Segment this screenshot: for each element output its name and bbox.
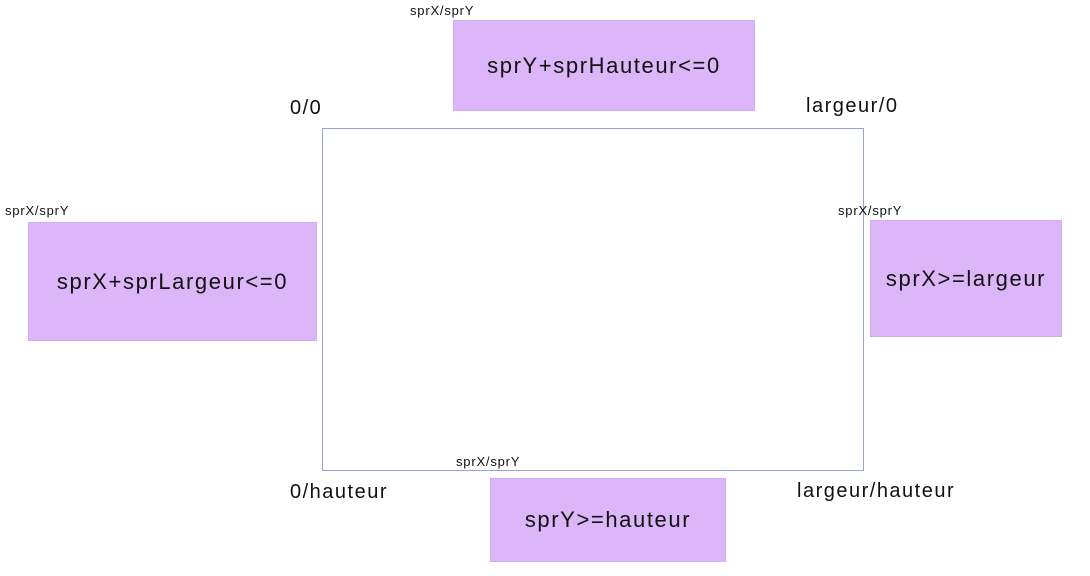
sprite-right-origin-label: sprX/sprY — [838, 203, 903, 218]
corner-label-top-right: largeur/0 — [806, 95, 899, 117]
corner-label-bottom-right: largeur/hauteur — [797, 480, 956, 502]
corner-label-bottom-left: 0/hauteur — [290, 481, 389, 503]
sprite-left-origin-label: sprX/sprY — [5, 203, 70, 218]
sprite-bottom-condition: sprY>=hauteur — [524, 507, 692, 532]
sprite-bottom: sprY>=hauteur — [490, 478, 726, 562]
sprite-right: sprX>=largeur — [870, 220, 1062, 337]
sprite-top: sprY+sprHauteur<=0 — [453, 20, 755, 111]
sprite-left: sprX+sprLargeur<=0 — [28, 222, 317, 341]
sprite-top-condition: sprY+sprHauteur<=0 — [487, 52, 721, 78]
sprite-bottom-origin-label: sprX/sprY — [456, 454, 521, 469]
screen-area — [322, 128, 864, 471]
sprite-left-condition: sprX+sprLargeur<=0 — [56, 268, 289, 294]
sprite-right-condition: sprX>=largeur — [885, 265, 1047, 291]
sprite-top-origin-label: sprX/sprY — [410, 3, 475, 18]
corner-label-top-left: 0/0 — [290, 97, 323, 119]
